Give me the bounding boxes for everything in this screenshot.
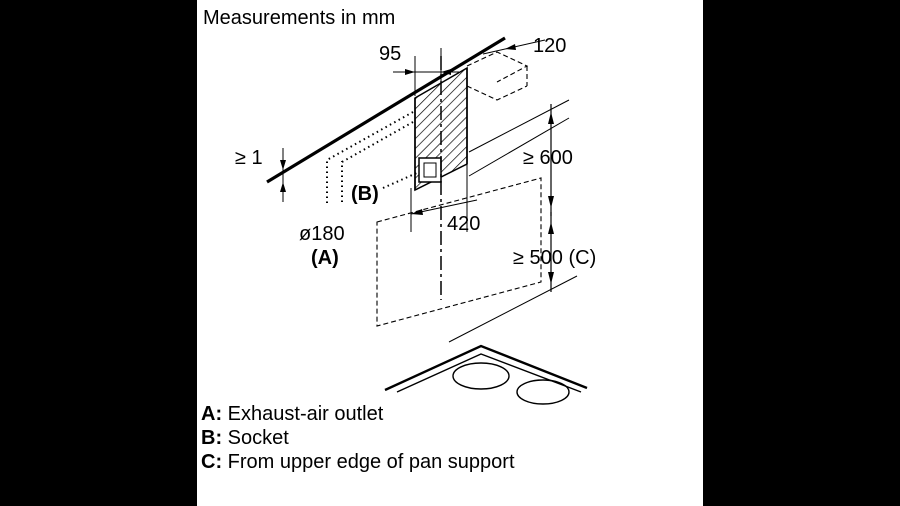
installation-diagram: Measurements in mm 95 120 ≥ 1 (B) ≥ 600 …	[197, 0, 703, 506]
dim420-arrow	[411, 209, 423, 215]
dimension-min-500: ≥ 500 (C)	[513, 247, 597, 269]
dim95-arrow-a	[405, 69, 415, 75]
dim600-arrow-top	[548, 112, 554, 124]
legend-item-a: A: Exhaust-air outlet	[201, 404, 383, 424]
legend-text-a: Exhaust-air outlet	[227, 403, 384, 425]
dim500-arrow-top	[548, 222, 554, 234]
dimension-diameter-180: ø180	[299, 223, 345, 245]
wall-edge-line	[266, 36, 506, 184]
hob-outline	[384, 344, 588, 392]
dotted-duct-inner	[341, 121, 414, 205]
dimension-420: 420	[447, 213, 481, 235]
dimension-95: 95	[379, 43, 402, 65]
dashed-cover-side	[466, 85, 528, 101]
legend-text-c: From upper edge of pan support	[227, 451, 515, 473]
dim1-arrow-b	[280, 182, 286, 192]
dim500-arrow-bottom	[548, 272, 554, 284]
legend-key-b: B:	[201, 427, 223, 449]
dim1-arrow	[280, 160, 286, 170]
legend-item-c: C: From upper edge of pan support	[201, 452, 515, 472]
dim500-bottom-ext	[448, 275, 578, 343]
diagram-title: Measurements in mm	[203, 7, 396, 29]
legend-key-c: C:	[201, 451, 223, 473]
socket-inner	[423, 162, 437, 178]
dashed-hood-body	[376, 177, 542, 327]
hob-burner-right	[516, 379, 570, 405]
callout-b: (B)	[351, 183, 379, 205]
hob-inner-outline	[396, 353, 582, 393]
dashed-cover-top	[466, 51, 529, 83]
dimension-min-1: ≥ 1	[235, 147, 263, 169]
legend-item-b: B: Socket	[201, 428, 289, 448]
socket-box	[418, 157, 442, 183]
dimension-120: 120	[533, 35, 567, 57]
dim95-arrow-b	[441, 69, 451, 75]
dotted-socket-lead	[382, 171, 420, 189]
legend-key-a: A:	[201, 403, 223, 425]
dim600-bottom-ext	[468, 117, 570, 177]
hob-burner-left	[452, 362, 510, 390]
dimension-min-600: ≥ 600	[523, 147, 573, 169]
dim120-arrow	[505, 44, 516, 50]
legend-text-b: Socket	[227, 427, 289, 449]
drawing	[266, 36, 588, 405]
dim600-arrow-bottom	[548, 196, 554, 208]
callout-a: (A)	[311, 247, 339, 269]
dim600-top-ext	[468, 99, 570, 153]
